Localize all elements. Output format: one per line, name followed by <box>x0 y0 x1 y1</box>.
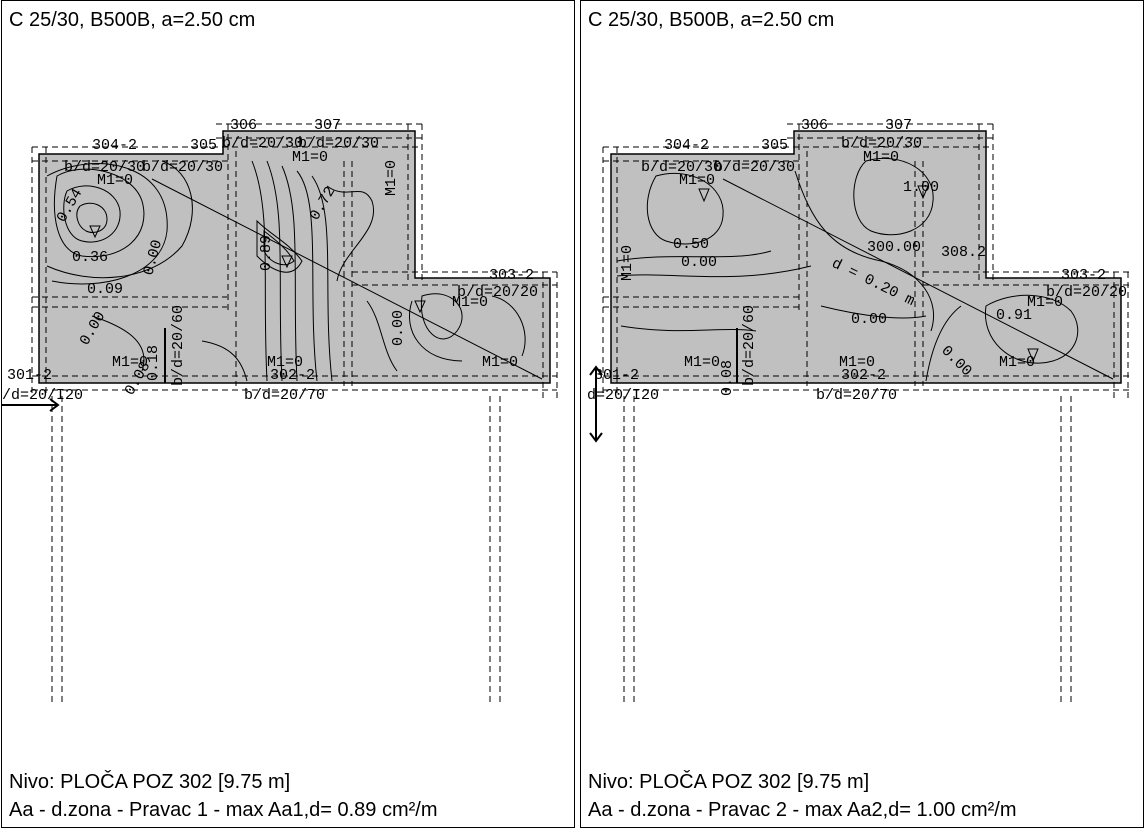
contour-lines <box>616 157 1079 382</box>
slab-outline <box>38 130 551 384</box>
beam-size-label: b/d=20/30 <box>64 159 145 176</box>
beam-label-301: 301-2 <box>7 367 52 384</box>
reinforcement-drawing[interactable]: 304-2 306 307 305 303-2 301-2 302-2 b/d=… <box>2 1 575 828</box>
contour-value: 0.00 <box>851 311 887 328</box>
material-header: C 25/30, B500B, a=2.50 cm <box>9 9 256 31</box>
beam-size-label: b/d=20/30 <box>298 135 379 152</box>
beam-size-label: b/d=20/30 <box>841 135 922 152</box>
beam-label-303: 303-2 <box>489 267 534 284</box>
beam-size-label: b/d=20/30 <box>714 159 795 176</box>
level-label: Nivo: PLOČA POZ 302 [9.75 m] <box>9 771 291 793</box>
beam-size-label: b/d=20/30 <box>222 135 303 152</box>
beam-size-label: b/d=20/30 <box>142 159 223 176</box>
section-line <box>722 178 1114 380</box>
moment-label: M1=0 <box>999 354 1035 371</box>
result-label: Aa - d.zona - Pravac 1 - max Aa1,d= 0.89… <box>9 799 438 821</box>
contour-value: 0.18 <box>145 345 162 381</box>
beam-label-308: 308.2 <box>941 244 986 261</box>
beam-label-305: 305 <box>761 137 788 154</box>
support-markers <box>89 225 426 314</box>
contour-value: 0.89 <box>258 235 275 271</box>
moment-label: M1=0 <box>267 354 303 371</box>
beam-label-307: 307 <box>314 117 341 134</box>
moment-label: M1=0 <box>482 354 518 371</box>
beam-label-307: 307 <box>885 117 912 134</box>
result-panel-direction-2[interactable]: C 25/30, B500B, a=2.50 cm <box>580 0 1144 828</box>
beam-label-305: 305 <box>190 137 217 154</box>
moment-label: M1=0 <box>863 149 899 166</box>
contour-value: 1.00 <box>903 179 939 196</box>
beam-size-label: b/d=20/60 <box>741 305 758 386</box>
beam-size-label: b/d=20/20 <box>457 284 538 301</box>
beam-label-306: 306 <box>230 117 257 134</box>
contour-value: 300.00 <box>867 239 921 256</box>
beam-label-302: 302-2 <box>270 367 315 384</box>
section-line <box>151 178 543 380</box>
arrow-vertical-icon <box>589 365 603 443</box>
beam-label-304: 304-2 <box>92 137 137 154</box>
beam-label-303: 303-2 <box>1061 267 1106 284</box>
contour-value: 0.00 <box>390 310 407 346</box>
beam-size-label: d=20/I20 <box>587 387 659 404</box>
beam-label-301: 301-2 <box>594 367 639 384</box>
reinforcement-drawing[interactable]: 304-2 306 307 305 303-2 301-2 302-2 b/d=… <box>581 1 1144 828</box>
result-label: Aa - d.zona - Pravac 2 - max Aa2,d= 1.00… <box>588 799 1017 821</box>
moment-label: M1=0 <box>292 149 328 166</box>
moment-label: M1=0 <box>383 160 400 196</box>
contour-value: 0.09 <box>87 281 123 298</box>
contour-value: 0.00 <box>681 254 717 271</box>
contour-value: 0.36 <box>72 249 108 266</box>
contour-value: 0.08 <box>719 360 736 396</box>
level-label: Nivo: PLOČA POZ 302 [9.75 m] <box>588 771 870 793</box>
moment-label: M1=0 <box>1027 294 1063 311</box>
arrow-right-icon <box>2 398 60 412</box>
result-panel-direction-1[interactable]: C 25/30, B500B, a=2.50 cm <box>1 0 575 828</box>
beam-size-label: b/d=20/60 <box>170 305 187 386</box>
support-markers <box>698 185 1039 363</box>
beam-label-306: 306 <box>801 117 828 134</box>
contour-value: 0.91 <box>996 307 1032 324</box>
beam-size-label: b/d=20/70 <box>816 387 897 404</box>
moment-label: M1=0 <box>97 172 133 189</box>
moment-label: M1=0 <box>679 172 715 189</box>
beam-size-label: b/d=20/30 <box>641 159 722 176</box>
moment-label: M1=0 <box>684 354 720 371</box>
moment-label: M1=0 <box>452 294 488 311</box>
moment-label: M1=0 <box>839 354 875 371</box>
beam-size-label: b/d=20/20 <box>1046 284 1127 301</box>
beam-size-label: b/d=20/70 <box>244 387 325 404</box>
moment-label: M1=0 <box>112 354 148 371</box>
moment-label: M1=0 <box>619 245 636 281</box>
beam-label-304: 304-2 <box>664 137 709 154</box>
material-header: C 25/30, B500B, a=2.50 cm <box>588 9 835 31</box>
beam-size-label: /d=20/I20 <box>2 387 83 404</box>
contour-value: 0.50 <box>673 236 709 253</box>
beam-label-302: 302-2 <box>841 367 886 384</box>
contour-lines <box>46 160 526 382</box>
